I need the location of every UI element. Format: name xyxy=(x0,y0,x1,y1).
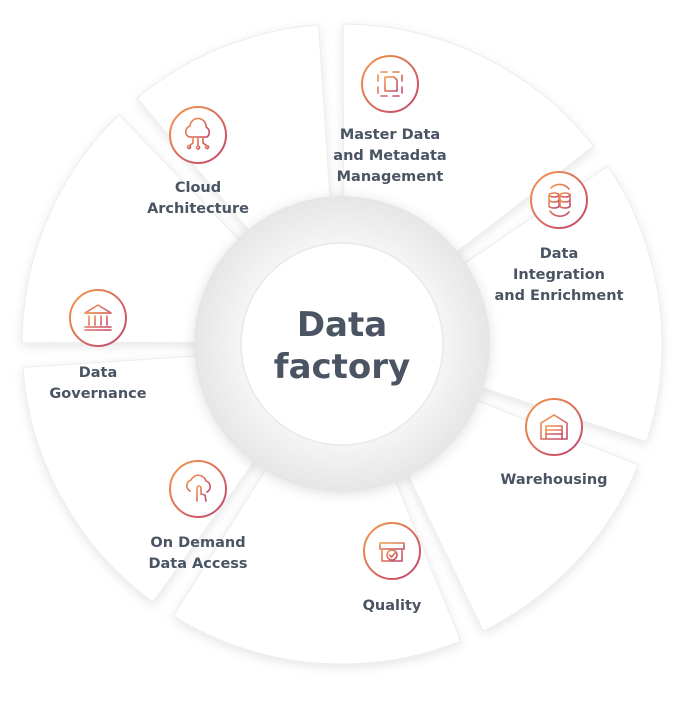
segment-label-line: Quality xyxy=(363,598,422,614)
segment-label-line: and Metadata xyxy=(333,148,446,164)
segment-label-line: Management xyxy=(337,169,444,185)
segment-label-line: Data xyxy=(540,246,579,262)
cloud-touch-icon xyxy=(169,460,227,518)
segment-warehousing: Warehousing xyxy=(405,398,639,632)
segment-quality: Quality xyxy=(172,464,462,665)
bank-building-icon xyxy=(69,289,127,347)
segment-label-line: Data xyxy=(79,365,118,381)
segment-label-line: Master Data xyxy=(340,127,440,143)
center-title-line2: factory xyxy=(274,347,410,387)
center-hub: Data factory xyxy=(194,196,490,492)
segment-label-line: Integration xyxy=(513,267,605,283)
quality-box-icon xyxy=(363,522,421,580)
segment-label-line: and Enrichment xyxy=(495,288,624,304)
segment-label-line: Governance xyxy=(49,386,146,402)
segment-label-line: Cloud xyxy=(175,180,221,196)
segment-label-line: Data Access xyxy=(148,556,247,572)
cloud-network-icon xyxy=(169,106,227,164)
scan-document-icon xyxy=(361,55,419,113)
center-hub-disc xyxy=(240,242,444,446)
database-sync-icon xyxy=(530,171,588,229)
warehouse-icon xyxy=(525,398,583,456)
center-title-line1: Data xyxy=(297,305,387,345)
segment-label-line: Architecture xyxy=(147,201,249,217)
segment-label-line: On Demand xyxy=(150,535,245,551)
segment-label-line: Warehousing xyxy=(500,472,607,488)
